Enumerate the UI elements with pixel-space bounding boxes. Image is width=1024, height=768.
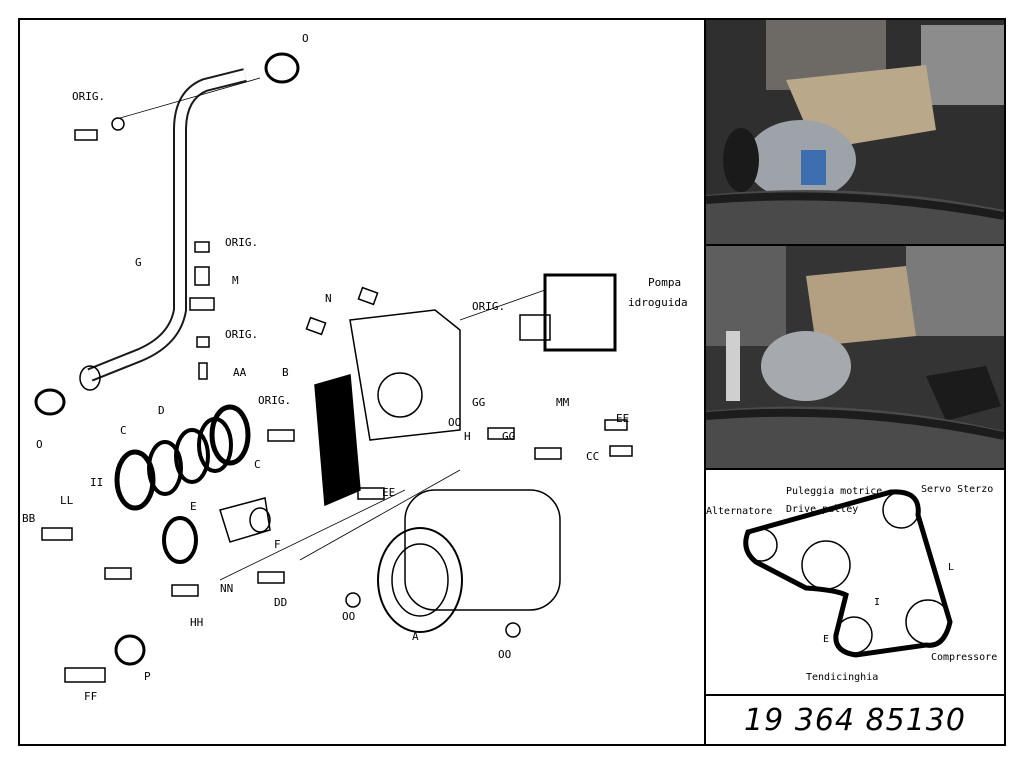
bracket-b [314, 374, 361, 507]
compressor-a [404, 489, 561, 611]
clamp-left [34, 388, 66, 416]
figure-frame [18, 18, 1006, 746]
mount-plate [349, 309, 461, 441]
label-e: E [190, 500, 197, 513]
label-ee-mid: EE [382, 486, 395, 499]
label-orig-5: ORIG. [258, 394, 291, 407]
label-mm: MM [556, 396, 570, 409]
label-drive-pulley: Drive pulley [786, 504, 858, 515]
belt-path [743, 489, 953, 658]
pipe-end-left [79, 365, 101, 391]
tensioner-f [219, 497, 271, 543]
label-b: B [282, 366, 289, 379]
label-orig-2: ORIG. [225, 236, 258, 249]
label-d: D [158, 404, 165, 417]
vertical-divider [704, 20, 706, 744]
pulley-c-right [209, 404, 251, 466]
label-n: N [325, 292, 332, 305]
label-bb: BB [22, 512, 36, 525]
label-dd: DD [274, 596, 287, 609]
label-c-right: C [254, 458, 261, 471]
label-a: A [412, 630, 419, 643]
label-hh: HH [190, 616, 203, 629]
part-number-separator [706, 694, 1004, 696]
label-oo-mid: OO [448, 416, 461, 429]
exploded-parts-diagram: O ORIG. G ORIG. M ORIG. AA O N ORIG. Pom… [22, 32, 688, 703]
bracket [189, 297, 215, 311]
label-l: L [948, 562, 954, 573]
label-tendicinghia: Tendicinghia [806, 672, 878, 683]
label-ee-right: EE [616, 412, 629, 425]
label-m: M [232, 274, 239, 287]
label-aa: AA [233, 366, 247, 379]
label-orig-1: ORIG. [72, 90, 105, 103]
label-servo-sterzo: Servo Sterzo [921, 484, 993, 495]
label-alternatore: Alternatore [706, 506, 772, 517]
label-c-left: C [120, 424, 127, 437]
label-gg-1: GG [472, 396, 485, 409]
label-gg-2: GG [502, 430, 515, 443]
engine-photo-bottom [706, 246, 1004, 468]
label-pompa: Pompa [648, 276, 681, 289]
spacer-m [194, 266, 210, 286]
bolt-aa [198, 362, 208, 380]
label-puleggia: Puleggia motrice [786, 486, 882, 497]
label-idroguida: idroguida [628, 296, 688, 309]
clamp-top [264, 52, 300, 84]
label-g: G [135, 256, 142, 269]
label-ff: FF [84, 690, 97, 703]
belt-routing-diagram: Alternatore Puleggia motrice Drive pulle… [706, 470, 1004, 694]
pulley-c-left [114, 449, 156, 511]
label-cc: CC [586, 450, 599, 463]
photo-separator [706, 244, 1004, 246]
label-o-left: O [36, 438, 43, 451]
label-ll: LL [60, 494, 74, 507]
label-e-belt: E [823, 634, 829, 645]
label-f: F [274, 538, 281, 551]
label-oo-1: OO [342, 610, 355, 623]
washer-orig-1 [111, 117, 125, 131]
bolt-orig-1 [74, 129, 98, 141]
power-steering-pump [543, 273, 617, 352]
label-o-top: O [302, 32, 309, 45]
label-orig-4: ORIG. [472, 300, 505, 313]
label-orig-3: ORIG. [225, 328, 258, 341]
label-i: I [874, 597, 880, 608]
part-number: 19 364 85130 [744, 702, 966, 738]
label-p: P [144, 670, 151, 683]
label-ii: II [90, 476, 103, 489]
bearing-e [162, 516, 198, 564]
label-oo-2: OO [498, 648, 511, 661]
label-h: H [464, 430, 471, 443]
engine-photo-top [706, 20, 1004, 244]
label-compressore: Compressore [931, 652, 997, 663]
photo-separator-2 [706, 468, 1004, 470]
label-nn: NN [220, 582, 233, 595]
